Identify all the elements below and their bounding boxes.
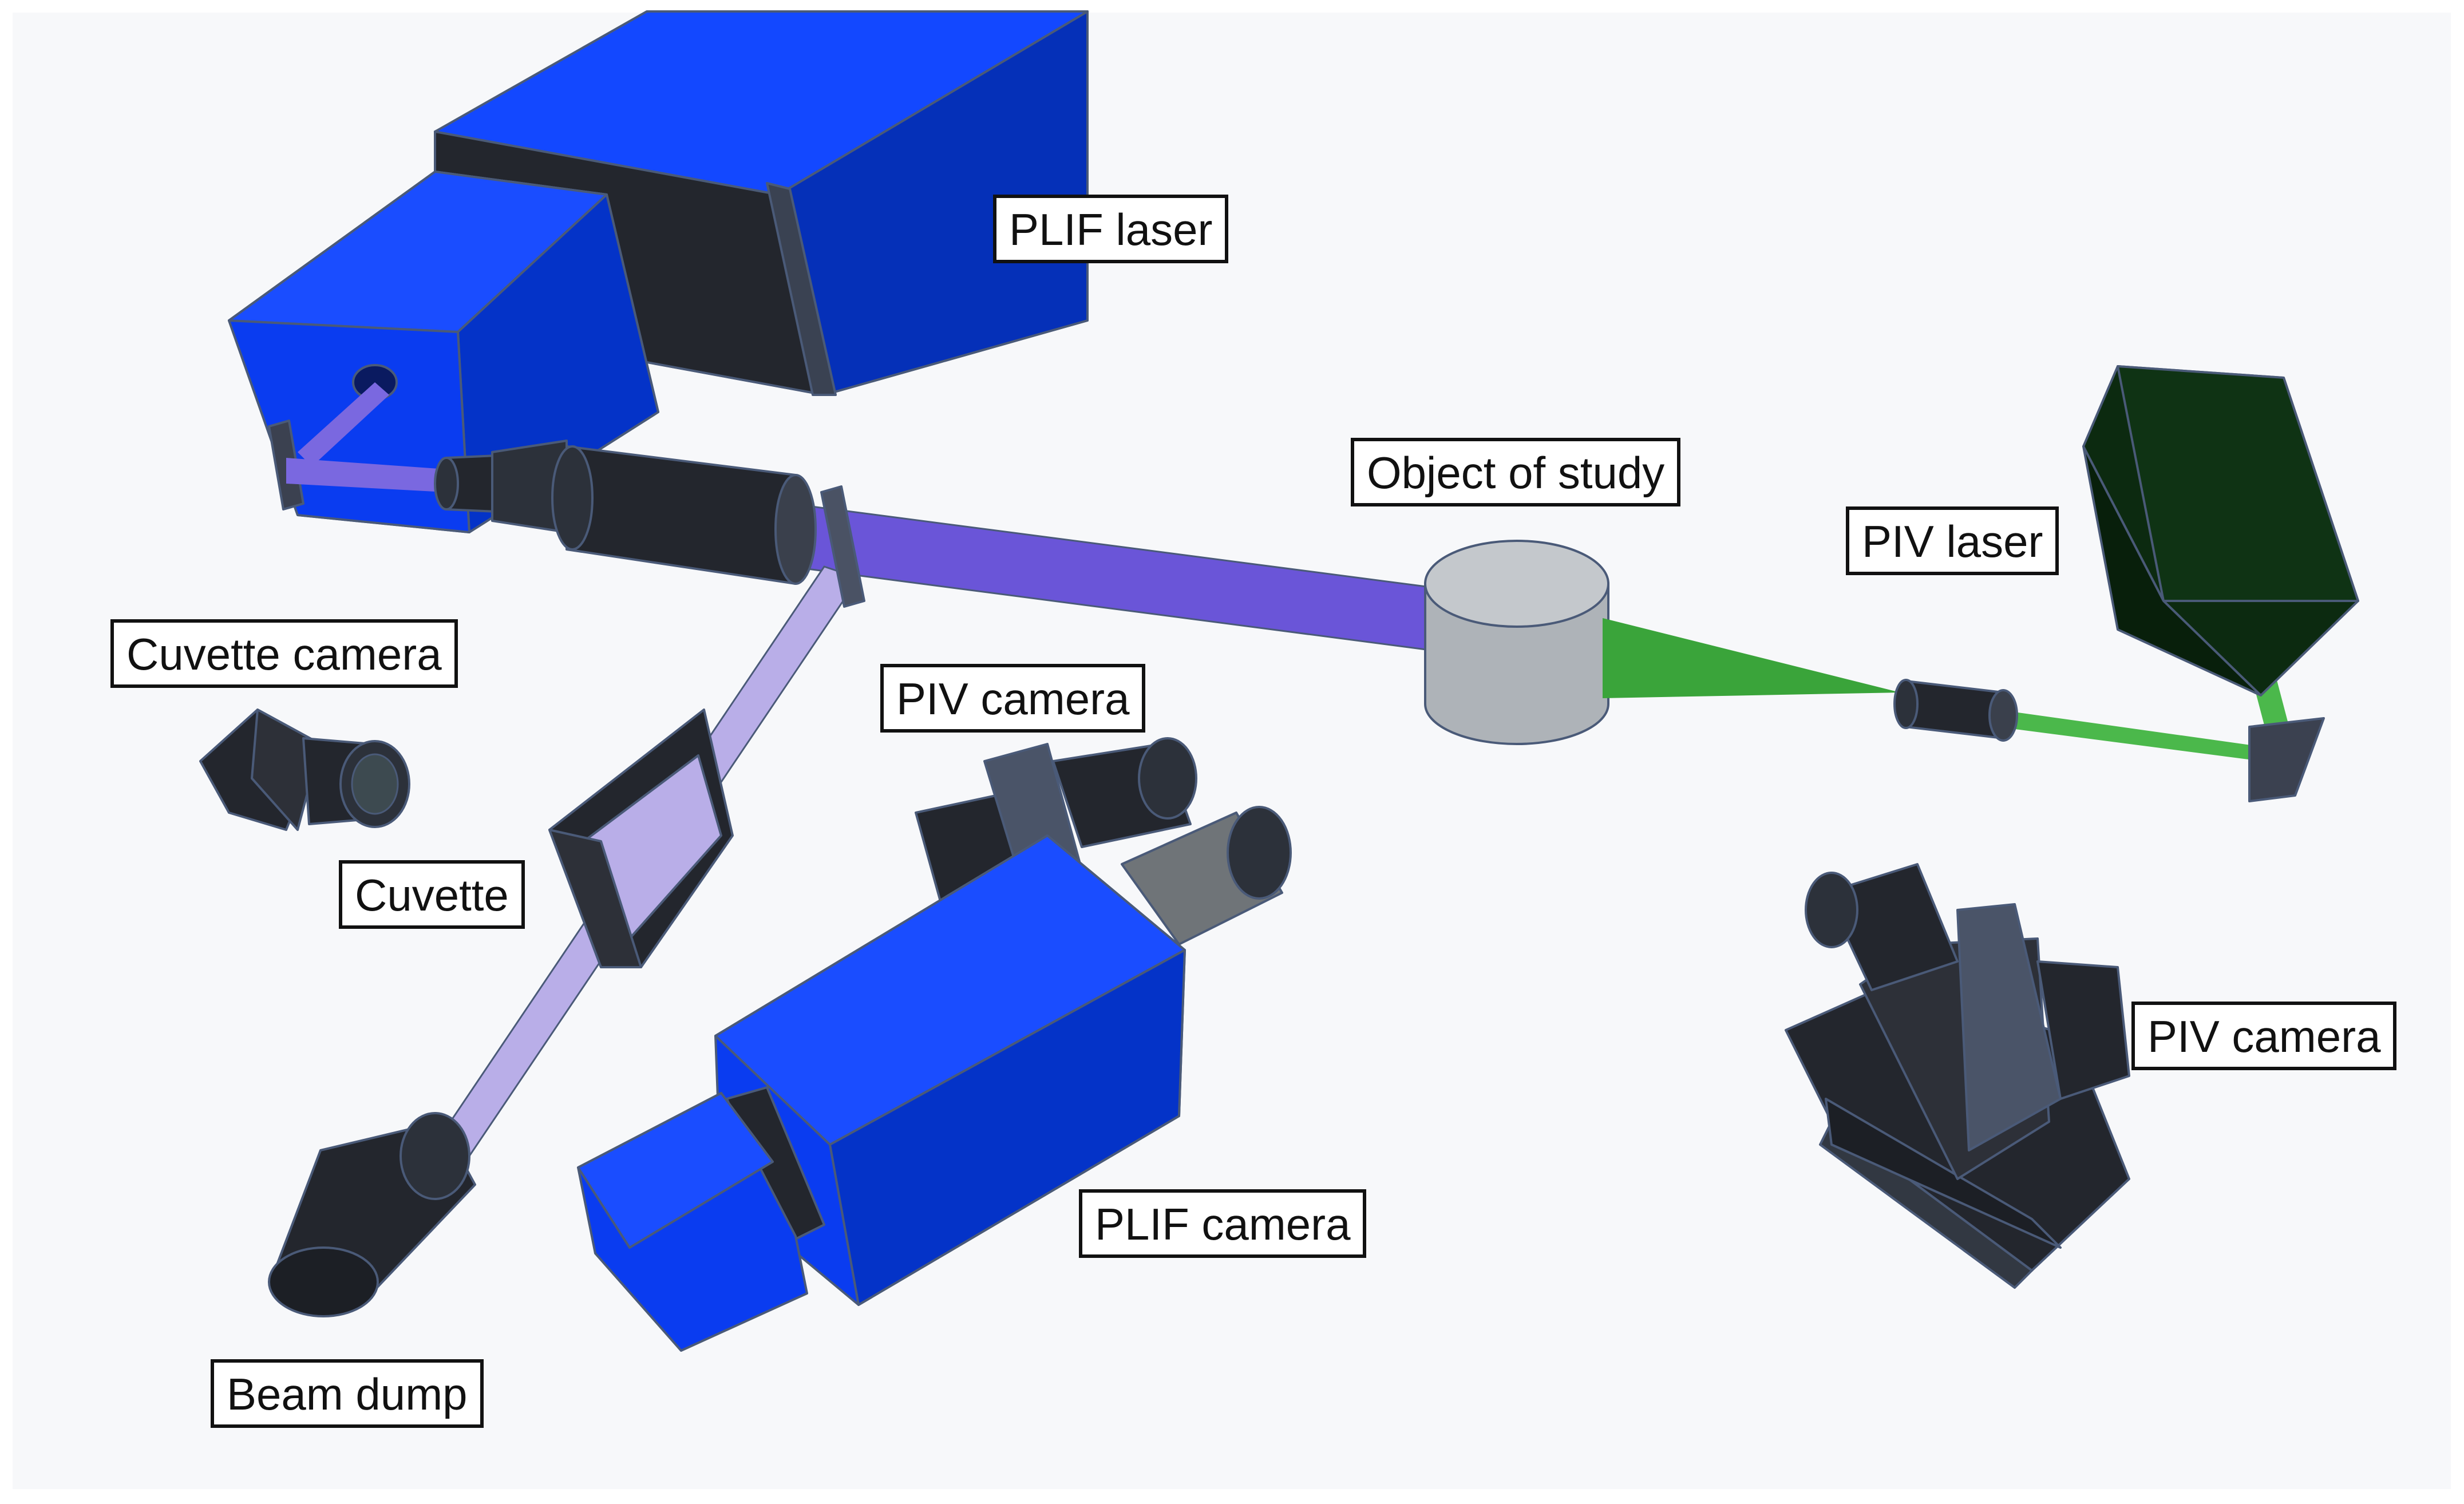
label-cuvette: Cuvette: [339, 860, 525, 929]
label-piv-laser: PIV laser: [1846, 506, 2059, 575]
cuvette-camera: [199, 709, 410, 831]
plif-laser: [228, 10, 1089, 533]
cuvette: [548, 709, 734, 968]
label-object-of-study: Object of study: [1351, 438, 1681, 506]
green-beam: [1998, 710, 2284, 764]
piv-laser: [2082, 365, 2359, 696]
label-plif-camera: PLIF camera: [1079, 1189, 1367, 1258]
label-cuvette-camera: Cuvette camera: [110, 619, 458, 688]
plif-camera: [577, 834, 1186, 1352]
green-light-sheet: [1603, 618, 1900, 698]
piv-camera-right: [1785, 863, 2130, 1289]
label-piv-camera-right: PIV camera: [2131, 1002, 2397, 1070]
piv-light-sheet: [1603, 618, 2325, 802]
object-of-study: [1424, 540, 1609, 745]
label-plif-laser: PLIF laser: [993, 195, 1229, 263]
beam-optics-tube: [434, 440, 865, 608]
beam-dump: [268, 1112, 476, 1317]
label-piv-camera-top: PIV camera: [880, 664, 1146, 733]
uv-beam-vertical: [298, 382, 389, 466]
label-beam-dump: Beam dump: [211, 1359, 484, 1428]
uv-beam-to-optics: [286, 458, 446, 492]
